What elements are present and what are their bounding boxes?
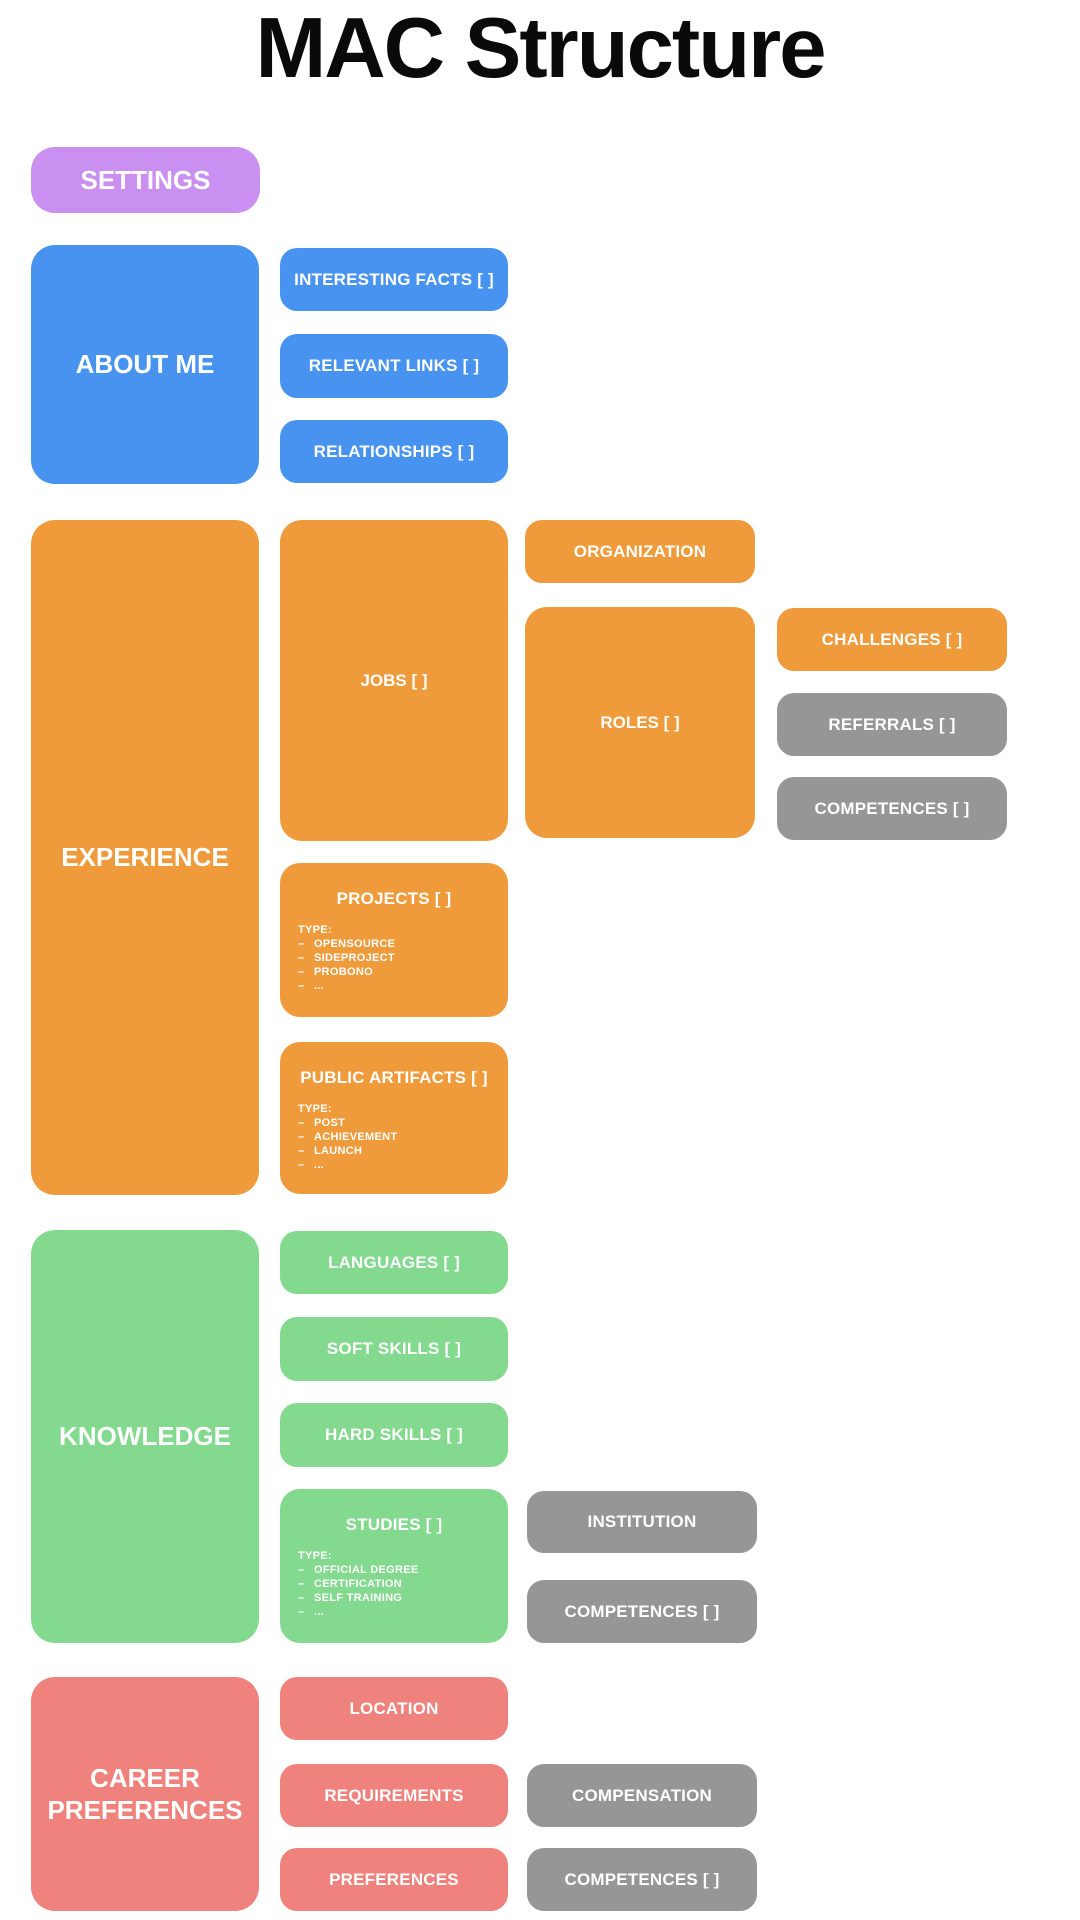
type-item: –OFFICIAL DEGREE: [298, 1563, 490, 1577]
type-item-text: CERTIFICATION: [314, 1578, 403, 1590]
type-item: –LAUNCH: [298, 1144, 490, 1158]
page-title: MAC Structure: [255, 1, 826, 96]
dash-bullet: –: [298, 1131, 305, 1143]
type-item: –PROBONO: [298, 965, 490, 979]
type-item-text: PROBONO: [314, 966, 373, 978]
dash-bullet: –: [298, 966, 305, 978]
type-item-text: POST: [314, 1117, 346, 1129]
node-label: ORGANIZATION: [573, 541, 707, 561]
node-label: PROJECTS [ ]: [336, 889, 452, 908]
type-heading: TYPE:: [298, 1550, 332, 1562]
dash-bullet: –: [298, 1117, 305, 1129]
node-label: CHALLENGES [ ]: [821, 629, 963, 649]
node-label: REQUIREMENTS: [324, 1785, 464, 1805]
dash-bullet: –: [298, 1606, 305, 1618]
node-public-artifacts[interactable]: PUBLIC ARTIFACTS [ ] TYPE: –POST –ACHIEV…: [280, 1042, 508, 1194]
node-jobs[interactable]: JOBS [ ]: [280, 520, 508, 841]
type-item-text: ...: [314, 1606, 325, 1618]
node-location[interactable]: LOCATION: [280, 1677, 508, 1740]
node-about-me[interactable]: ABOUT ME: [31, 245, 259, 484]
node-label: JOBS [ ]: [360, 670, 428, 690]
node-label: LANGUAGES [ ]: [328, 1252, 460, 1272]
type-item: –...: [298, 1605, 490, 1619]
dash-bullet: –: [298, 980, 305, 992]
node-label: INSTITUTION: [587, 1512, 697, 1531]
type-item-text: OFFICIAL DEGREE: [314, 1564, 419, 1576]
type-item: –OPENSOURCE: [298, 937, 490, 951]
node-studies[interactable]: STUDIES [ ] TYPE: –OFFICIAL DEGREE –CERT…: [280, 1489, 508, 1643]
node-label: COMPETENCES [ ]: [564, 1601, 720, 1621]
node-competences-studies[interactable]: COMPETENCES [ ]: [527, 1580, 757, 1643]
dash-bullet: –: [298, 1578, 305, 1590]
type-item-text: SIDEPROJECT: [314, 952, 395, 964]
node-referrals[interactable]: REFERRALS [ ]: [777, 693, 1007, 756]
node-relevant-links[interactable]: RELEVANT LINKS [ ]: [280, 334, 508, 398]
dash-bullet: –: [298, 952, 305, 964]
node-label: RELATIONSHIPS [ ]: [313, 441, 475, 461]
node-experience[interactable]: EXPERIENCE: [31, 520, 259, 1195]
dash-bullet: –: [298, 1145, 305, 1157]
type-item: –SELF TRAINING: [298, 1591, 490, 1605]
node-interesting-facts[interactable]: INTERESTING FACTS [ ]: [280, 248, 508, 311]
node-hard-skills[interactable]: HARD SKILLS [ ]: [280, 1403, 508, 1467]
type-list: TYPE: –OPENSOURCE –SIDEPROJECT –PROBONO …: [298, 923, 490, 993]
type-list: TYPE: –POST –ACHIEVEMENT –LAUNCH –...: [298, 1102, 490, 1172]
node-label: CAREER PREFERENCES: [47, 1762, 243, 1826]
type-item: –...: [298, 1158, 490, 1172]
node-label: ABOUT ME: [75, 349, 215, 380]
type-item: –SIDEPROJECT: [298, 951, 490, 965]
node-knowledge[interactable]: KNOWLEDGE: [31, 1230, 259, 1643]
node-label: COMPENSATION: [572, 1785, 712, 1805]
type-item: –ACHIEVEMENT: [298, 1130, 490, 1144]
type-item-text: SELF TRAINING: [314, 1592, 403, 1604]
node-label: STUDIES [ ]: [345, 1515, 443, 1534]
type-list: TYPE: –OFFICIAL DEGREE –CERTIFICATION –S…: [298, 1549, 490, 1619]
node-label: COMPETENCES [ ]: [814, 798, 970, 818]
type-item-text: ...: [314, 1159, 325, 1171]
node-label: INTERESTING FACTS [ ]: [294, 269, 494, 289]
node-preferences[interactable]: PREFERENCES: [280, 1848, 508, 1911]
type-item: –CERTIFICATION: [298, 1577, 490, 1591]
node-languages[interactable]: LANGUAGES [ ]: [280, 1231, 508, 1294]
type-heading: TYPE:: [298, 924, 332, 936]
node-label: RELEVANT LINKS [ ]: [308, 356, 480, 375]
node-projects[interactable]: PROJECTS [ ] TYPE: –OPENSOURCE –SIDEPROJ…: [280, 863, 508, 1017]
node-competences-roles[interactable]: COMPETENCES [ ]: [777, 777, 1007, 840]
node-soft-skills[interactable]: SOFT SKILLS [ ]: [280, 1317, 508, 1381]
node-label: PREFERENCES: [329, 1869, 459, 1889]
node-label: EXPERIENCE: [61, 842, 229, 873]
node-roles[interactable]: ROLES [ ]: [525, 607, 755, 838]
type-item: –...: [298, 979, 490, 993]
dash-bullet: –: [298, 1564, 305, 1576]
node-label: SOFT SKILLS [ ]: [326, 1339, 462, 1358]
node-label: KNOWLEDGE: [59, 1421, 231, 1452]
type-heading: TYPE:: [298, 1103, 332, 1115]
node-compensation[interactable]: COMPENSATION: [527, 1764, 757, 1827]
node-label: REFERRALS [ ]: [828, 714, 956, 734]
node-relationships[interactable]: RELATIONSHIPS [ ]: [280, 420, 508, 483]
node-competences-career[interactable]: COMPETENCES [ ]: [527, 1848, 757, 1911]
node-organization[interactable]: ORGANIZATION: [525, 520, 755, 583]
type-item-text: ACHIEVEMENT: [314, 1131, 398, 1143]
dash-bullet: –: [298, 1159, 305, 1171]
dash-bullet: –: [298, 1592, 305, 1604]
node-career-preferences[interactable]: CAREER PREFERENCES: [31, 1677, 259, 1911]
type-item-text: ...: [314, 980, 325, 992]
type-item: –POST: [298, 1116, 490, 1130]
node-label: PUBLIC ARTIFACTS [ ]: [300, 1068, 488, 1087]
type-item-text: LAUNCH: [314, 1145, 363, 1157]
node-institution[interactable]: INSTITUTION: [527, 1491, 757, 1553]
type-item-text: OPENSOURCE: [314, 938, 396, 950]
node-settings[interactable]: SETTINGS: [31, 147, 260, 213]
node-label: SETTINGS: [80, 164, 211, 195]
node-label: HARD SKILLS [ ]: [324, 1425, 464, 1444]
dash-bullet: –: [298, 938, 305, 950]
node-label: ROLES [ ]: [600, 712, 680, 732]
node-requirements[interactable]: REQUIREMENTS: [280, 1764, 508, 1827]
node-label: COMPETENCES [ ]: [564, 1869, 720, 1889]
node-challenges[interactable]: CHALLENGES [ ]: [777, 608, 1007, 671]
node-label: LOCATION: [349, 1698, 439, 1718]
